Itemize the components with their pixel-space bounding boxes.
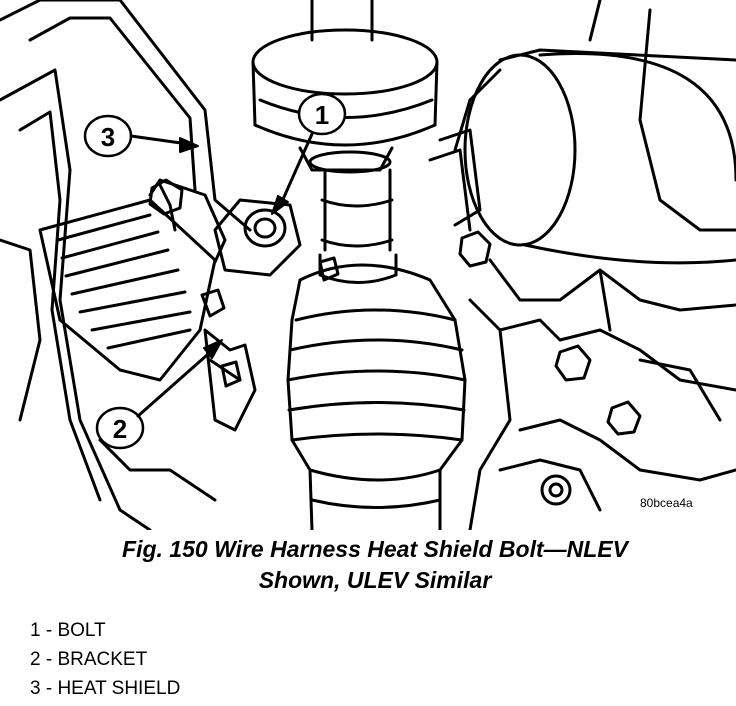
callout-2: 2 [95,339,223,450]
drive-shaft [318,168,398,284]
legend-item-heat-shield: 3 - HEAT SHIELD [30,678,181,699]
upper-shaft-housing [251,0,439,174]
left-body-panel [0,0,252,530]
engine-illustration: 1 2 3 80bcea4a [0,0,736,530]
callout-3-number: 3 [101,122,115,152]
cv-boot [286,263,467,530]
right-engine-components [428,0,736,530]
caption-line-2: Shown, ULEV Similar [258,567,492,593]
figure-caption: Fig. 150 Wire Harness Heat Shield Bolt—N… [30,534,720,596]
bolts [148,178,642,506]
callout-1: 1 [271,92,347,215]
legend-item-bracket: 2 - BRACKET [30,649,148,670]
reference-code: 80bcea4a [640,496,693,510]
callout-2-number: 2 [113,414,127,444]
callout-3: 3 [83,114,199,158]
bracket [203,198,302,432]
callout-1-number: 1 [315,100,329,130]
parts-legend: 1 - BOLT 2 - BRACKET 3 - HEAT SHIELD [30,616,180,703]
caption-line-1: Fig. 150 Wire Harness Heat Shield Bolt—N… [122,536,628,562]
legend-item-bolt: 1 - BOLT [30,620,106,641]
